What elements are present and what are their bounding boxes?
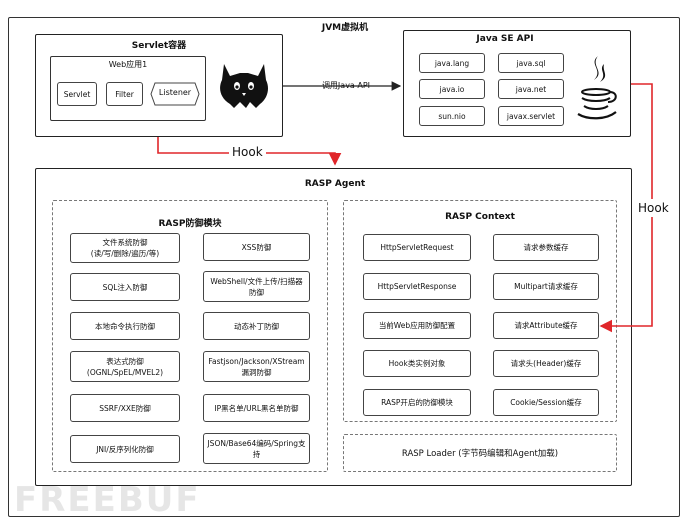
jvm-container — [8, 17, 680, 517]
tomcat-logo — [220, 64, 268, 108]
context-item-hook-instance: Hook类实例对象 — [363, 350, 471, 377]
defense-item-jni-deserialization: JNI/反序列化防御 — [70, 435, 180, 463]
rasp-loader-label: RASP Loader (字节码编辑和Agent加载) — [401, 449, 559, 459]
listener-item: Listener — [150, 82, 200, 106]
context-item-webapp-config: 当前Web应用防御配置 — [363, 312, 471, 339]
package-javax-servlet: javax.servlet — [498, 106, 564, 126]
java-logo — [577, 56, 617, 120]
filter-item: Filter — [106, 82, 143, 106]
package-java-lang: java.lang — [419, 53, 485, 73]
defense-item-fastjson: Fastjson/Jackson/XStream漏洞防御 — [203, 351, 310, 382]
context-item-enabled-modules: RASP开启的防御模块 — [363, 389, 471, 416]
context-item-request: HttpServletRequest — [363, 234, 471, 261]
defense-item-xss: XSS防御 — [203, 233, 310, 261]
servlet-container-title: Servlet容器 — [131, 41, 187, 51]
rasp-context — [343, 200, 617, 422]
webapp-title: Web应用1 — [108, 60, 148, 69]
package-java-sql: java.sql — [498, 53, 564, 73]
rasp-agent-container — [35, 168, 632, 486]
webapp-box — [50, 56, 206, 121]
defense-item-ip-url-blacklist: IP黑名单/URL黑名单防御 — [203, 394, 310, 422]
package-java-io: java.io — [419, 79, 485, 99]
hook-label-right: Hook — [636, 199, 671, 217]
defense-item-expression: 表达式防御 (OGNL/SpEL/MVEL2) — [70, 351, 180, 382]
jvm-title: JVM虚拟机 — [321, 23, 369, 33]
hook-label-left: Hook — [229, 145, 266, 159]
rasp-agent-title: RASP Agent — [304, 179, 366, 189]
freebuf-watermark: FREEBUF — [14, 480, 201, 520]
defense-item-webshell: WebShell/文件上传/扫描器防御 — [203, 271, 310, 302]
defense-item-filesystem: 文件系统防御 (读/写/删除/遍历/等) — [70, 233, 180, 263]
servlet-container — [35, 34, 283, 137]
listener-label: Listener — [158, 88, 192, 97]
package-sun-nio: sun.nio — [419, 106, 485, 126]
defense-item-ssrf-xxe: SSRF/XXE防御 — [70, 394, 180, 422]
defense-module — [52, 200, 328, 472]
servlet-item: Servlet — [57, 82, 97, 106]
defense-item-sql-injection: SQL注入防御 — [70, 273, 180, 301]
defense-item-json-base64: JSON/Base64编码/Spring支持 — [203, 433, 310, 464]
context-item-attribute-cache: 请求Attribute缓存 — [493, 312, 599, 339]
defense-item-dynamic-patch: 动态补丁防御 — [203, 312, 310, 340]
javase-title: Java SE API — [476, 34, 534, 44]
defense-item-command-exec: 本地命令执行防御 — [70, 312, 180, 340]
context-item-header-cache: 请求头(Header)缓存 — [493, 350, 599, 377]
listener-shape — [150, 82, 200, 106]
rasp-context-title: RASP Context — [445, 212, 515, 222]
defense-module-title: RASP防御模块 — [158, 219, 222, 229]
package-java-net: java.net — [498, 79, 564, 99]
javase-container — [403, 30, 631, 137]
context-item-param-cache: 请求参数缓存 — [493, 234, 599, 261]
context-item-cookie-session: Cookie/Session缓存 — [493, 389, 599, 416]
rasp-loader: RASP Loader (字节码编辑和Agent加载) — [343, 434, 617, 472]
context-item-response: HttpServletResponse — [363, 273, 471, 300]
context-item-multipart-cache: Multipart请求缓存 — [493, 273, 599, 300]
